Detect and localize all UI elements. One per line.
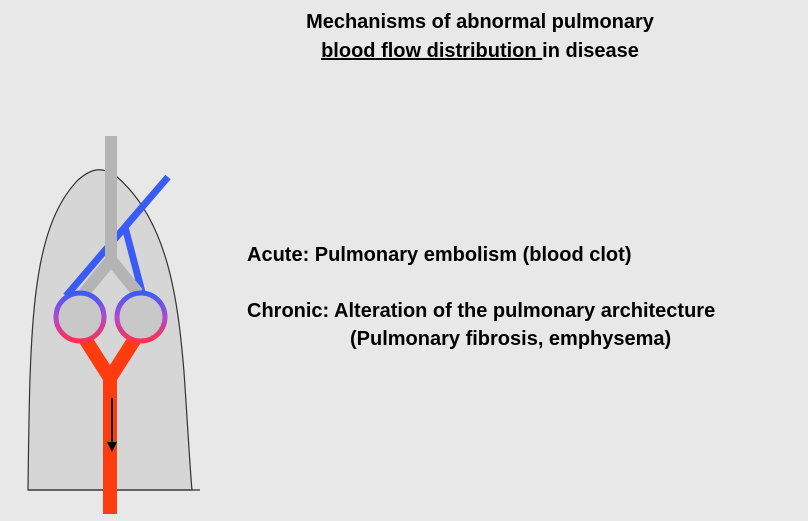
lung-diagram (27, 136, 200, 514)
title-line-2: blood flow distribution in disease (240, 37, 720, 66)
airway (79, 136, 143, 297)
alveolus-left (53, 290, 107, 344)
slide-title: Mechanisms of abnormal pulmonary blood f… (240, 8, 720, 66)
title-line-1: Mechanisms of abnormal pulmonary (306, 11, 654, 33)
chronic-item: Chronic: Alteration of the pulmonary arc… (247, 300, 716, 322)
title-rest-text: in disease (542, 40, 639, 62)
acute-item: Acute: Pulmonary embolism (blood clot) (247, 244, 632, 266)
alveolus-right (114, 290, 168, 344)
chronic-item-detail: (Pulmonary fibrosis, emphysema) (350, 328, 672, 350)
flow-arrow-icon (107, 398, 117, 452)
title-underlined-text: blood flow distribution (321, 40, 543, 62)
